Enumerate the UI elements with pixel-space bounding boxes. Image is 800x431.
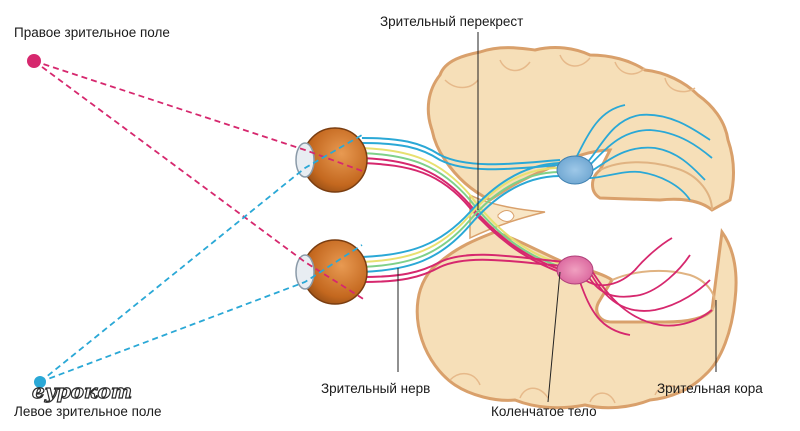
eye-left-lower (295, 239, 368, 305)
cortex-gyri-lower (449, 373, 683, 404)
eye-right-upper (295, 127, 368, 193)
label-geniculate: Коленчатое тело (491, 404, 597, 419)
watermark-logo: еурокот (31, 378, 132, 403)
optic-radiations (574, 104, 713, 336)
ray-right-to-lower-eye (33, 60, 366, 301)
brain-lower-hemisphere (415, 228, 738, 410)
light-rays (33, 60, 366, 383)
ray-left-to-lower-eye (39, 244, 363, 383)
svg-text:еурокот: еурокот (32, 379, 132, 403)
label-cortex: Зрительная кора (657, 381, 763, 396)
label-chiasm: Зрительный перекрест (380, 14, 523, 29)
brain-upper-hemisphere (426, 46, 735, 212)
geniculate-body-lower (556, 255, 594, 285)
geniculate-body-upper (556, 155, 594, 185)
label-right-field: Правое зрительное поле (14, 25, 170, 40)
cortex-gyri-upper (444, 54, 696, 93)
brain (415, 46, 738, 410)
ray-right-to-upper-eye (33, 60, 366, 173)
label-nerve: Зрительный нерв (321, 381, 430, 396)
chiasm-notch (497, 210, 515, 222)
optic-fibers (361, 137, 566, 283)
label-left-field: Левое зрительное поле (14, 404, 162, 419)
leader-lines (397, 32, 717, 403)
ray-left-to-upper-eye (39, 134, 363, 383)
cortex-fold-upper (599, 161, 713, 211)
